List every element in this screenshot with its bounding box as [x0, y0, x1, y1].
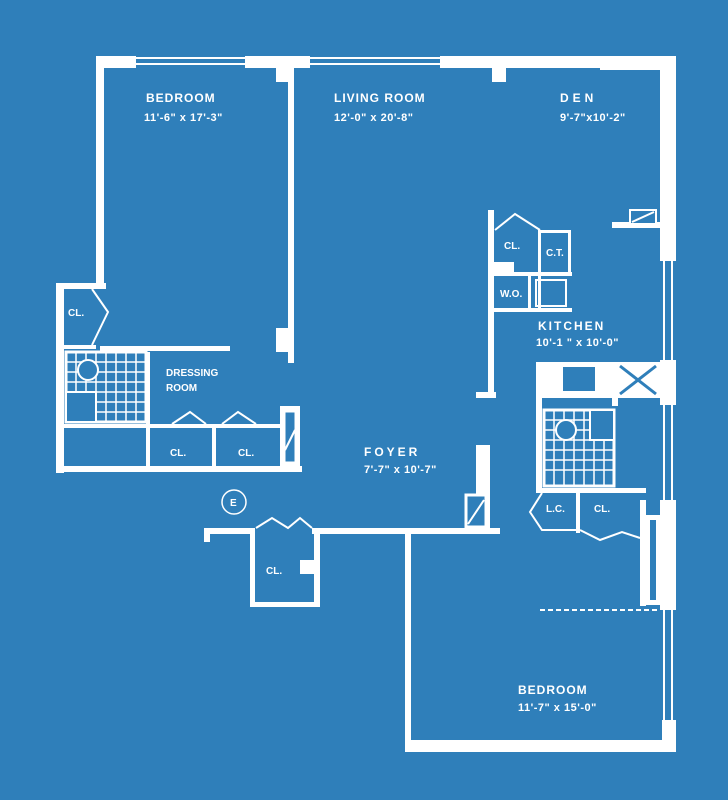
dressing-room-label-1: DRESSING: [166, 368, 218, 379]
room-name-den: DEN: [560, 91, 597, 105]
room-size-living-room: 12'-0" x 20'-8": [334, 112, 413, 124]
closet-label: CL.: [238, 448, 254, 459]
window-right: [663, 261, 673, 720]
room-size-kitchen: 10'-1 " x 10'-0": [536, 337, 619, 349]
ct-label: C.T.: [546, 248, 564, 259]
closet-label: CL.: [266, 566, 282, 577]
room-size-bedroom-1: 11'-6" x 17'-3": [144, 112, 223, 124]
bath-tiles-right: [542, 408, 616, 488]
window-top: [136, 57, 440, 65]
closet-label: CL.: [68, 308, 84, 319]
closet-label: CL.: [504, 241, 520, 252]
room-name-kitchen: KITCHEN: [538, 319, 605, 333]
room-size-foyer: 7'-7" x 10'-7": [364, 464, 437, 476]
room-name-living-room: LIVING ROOM: [334, 91, 426, 105]
room-name-foyer: FOYER: [364, 445, 420, 459]
room-size-bedroom-2: 11'-7" x 15'-0": [518, 702, 597, 714]
entry-marker-label: E: [230, 498, 237, 509]
wo-label: W.O.: [500, 289, 522, 300]
entry-marker: E: [221, 489, 247, 515]
dressing-room-label-2: ROOM: [166, 383, 197, 394]
lc-label: L.C.: [546, 504, 565, 515]
bath-tiles-left: [64, 350, 148, 424]
walls: [56, 56, 676, 752]
room-name-bedroom-1: BEDROOM: [146, 91, 216, 105]
room-labels: BEDROOM 11'-6" x 17'-3" LIVING ROOM 12'-…: [68, 91, 626, 714]
room-size-den: 9'-7"x10'-2": [560, 112, 626, 124]
room-name-bedroom-2: BEDROOM: [518, 683, 588, 697]
closet-label: CL.: [170, 448, 186, 459]
closet-label: CL.: [594, 504, 610, 515]
